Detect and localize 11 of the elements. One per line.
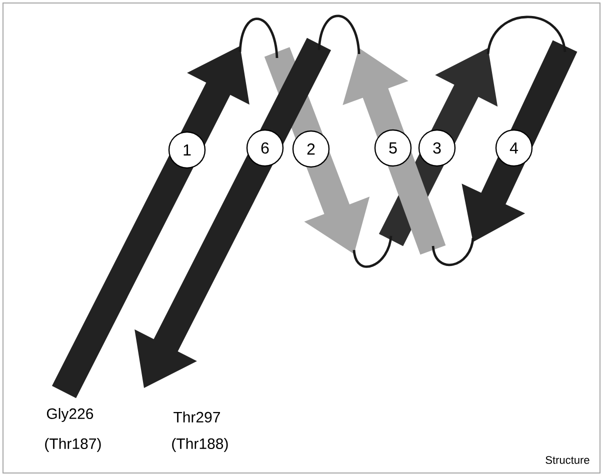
residue-label: Thr297 (174, 411, 220, 422)
beta-strand: 1 (52, 46, 250, 398)
loop-line (352, 236, 392, 268)
residue-label: (Thr188) (172, 438, 228, 452)
residue-label: Structure (546, 456, 590, 464)
loop-line (318, 14, 360, 54)
loop-line (486, 16, 566, 54)
residue-label: (Thr187) (45, 438, 101, 452)
beta-strand: 4 (462, 40, 578, 242)
loop-line (432, 238, 474, 266)
loop-line (238, 18, 278, 58)
